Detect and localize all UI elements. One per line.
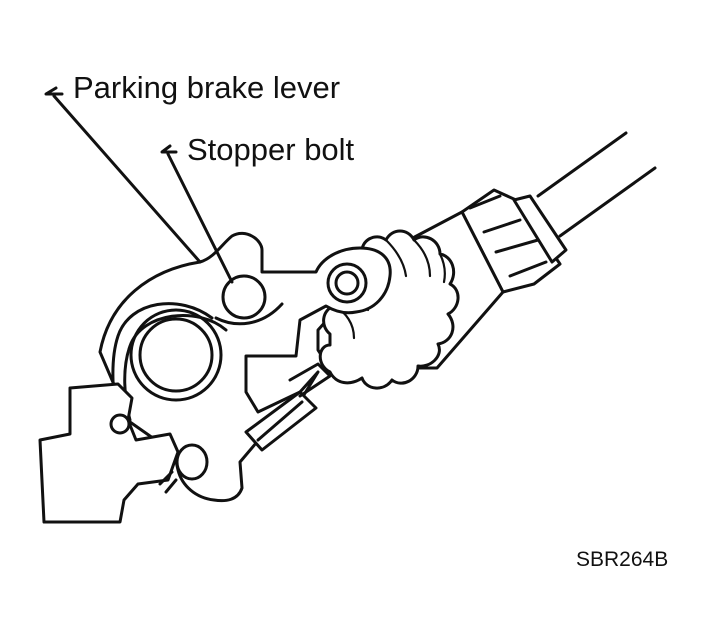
parking-brake-lever-leader [44, 86, 202, 264]
brake-cable [536, 131, 657, 238]
cable-adjuster-nut [460, 188, 568, 294]
cable-rod [244, 362, 332, 452]
figure-code: SBR264B [576, 548, 668, 571]
parking-brake-lever-label: Parking brake lever [73, 70, 340, 105]
stopper-bolt-leader [160, 144, 234, 284]
return-spring [111, 302, 228, 432]
parking-brake-lever-body [98, 231, 392, 503]
lever-pivot-hole [326, 262, 368, 304]
pin-joint [158, 443, 209, 494]
stopper-bolt [214, 274, 284, 326]
mounting-bracket [38, 382, 180, 524]
stopper-bolt-label: Stopper bolt [187, 132, 355, 167]
